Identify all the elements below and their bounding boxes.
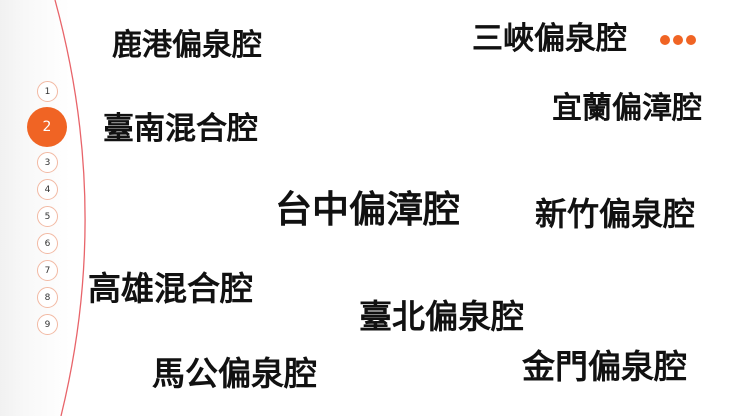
nav-item-3[interactable]: 3 xyxy=(37,152,58,173)
label-taipei[interactable]: 臺北偏泉腔 xyxy=(359,297,524,336)
nav-item-1[interactable]: 1 xyxy=(37,81,58,102)
more-options-button[interactable] xyxy=(660,35,696,45)
more-horizontal-icon-dot xyxy=(660,35,670,45)
more-horizontal-icon-dot xyxy=(686,35,696,45)
nav-item-7[interactable]: 7 xyxy=(37,260,58,281)
label-kaohsiung[interactable]: 高雄混合腔 xyxy=(88,269,253,308)
label-sanxia[interactable]: 三峽偏泉腔 xyxy=(472,21,627,57)
slide-navigation: 1 2 3 4 5 6 7 8 9 xyxy=(0,0,100,416)
nav-item-4[interactable]: 4 xyxy=(37,179,58,200)
nav-item-9[interactable]: 9 xyxy=(37,314,58,335)
label-lukang[interactable]: 鹿港偏泉腔 xyxy=(112,28,262,63)
label-magong[interactable]: 馬公偏泉腔 xyxy=(152,354,317,393)
label-tainan[interactable]: 臺南混合腔 xyxy=(103,111,258,147)
nav-item-8[interactable]: 8 xyxy=(37,287,58,308)
label-kinmen[interactable]: 金門偏泉腔 xyxy=(522,347,687,386)
more-horizontal-icon-dot xyxy=(673,35,683,45)
label-yilan[interactable]: 宜蘭偏漳腔 xyxy=(552,91,702,126)
nav-item-2-active[interactable]: 2 xyxy=(27,107,67,147)
label-taichung[interactable]: 台中偏漳腔 xyxy=(275,188,460,231)
label-hsinchu[interactable]: 新竹偏泉腔 xyxy=(535,195,696,233)
nav-item-5[interactable]: 5 xyxy=(37,206,58,227)
nav-item-6[interactable]: 6 xyxy=(37,233,58,254)
